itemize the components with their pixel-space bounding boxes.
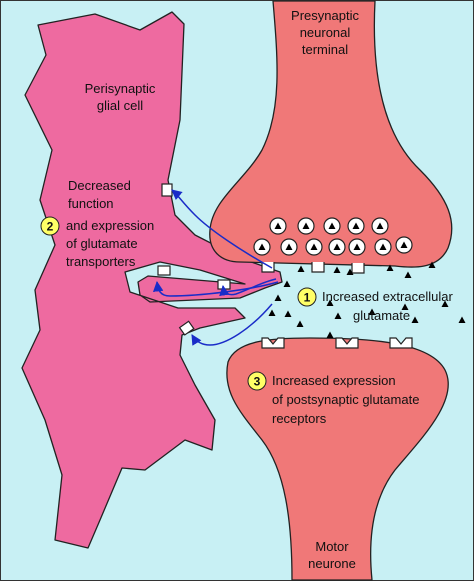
motor-neurone — [226, 337, 449, 581]
synaptic-vesicles — [253, 217, 413, 256]
point-marker-3: 3 — [247, 371, 267, 391]
glutamate-molecule — [334, 312, 342, 319]
glutamate-molecule — [326, 331, 334, 338]
glutamate-molecule — [326, 299, 334, 306]
point-3-text: Increased expression of postsynaptic glu… — [272, 373, 419, 426]
release-site — [311, 262, 325, 273]
presynaptic-label: Presynaptic neuronal terminal — [291, 8, 359, 57]
glutamate-molecule — [283, 280, 291, 287]
svg-text:neuronal: neuronal — [300, 25, 351, 40]
svg-text:and expression: and expression — [66, 218, 154, 233]
arrow — [219, 278, 277, 297]
transport-arrows — [152, 189, 279, 346]
vesicle — [395, 236, 413, 254]
point-number: 2 — [47, 220, 54, 234]
glutamate-molecule — [368, 308, 376, 315]
receptor — [389, 337, 413, 349]
postsynaptic-receptors — [261, 337, 413, 349]
svg-text:glial cell: glial cell — [97, 98, 143, 113]
point-marker-1: 1 — [297, 287, 317, 307]
svg-text:terminal: terminal — [302, 42, 348, 57]
glutamate-molecule — [386, 264, 394, 271]
glutamate-molecule — [297, 265, 305, 272]
presynaptic-terminal — [209, 0, 453, 268]
svg-text:receptors: receptors — [272, 411, 327, 426]
svg-text:of postsynaptic glutamate: of postsynaptic glutamate — [272, 392, 419, 407]
release-sites — [261, 262, 365, 274]
glutamate-molecule — [401, 303, 409, 310]
transporter — [157, 265, 171, 276]
glutamate-molecule — [346, 268, 354, 275]
motor-label: Motor neurone — [308, 539, 356, 571]
arrow — [171, 189, 273, 269]
transporter — [178, 320, 195, 336]
glutamate-molecule — [333, 266, 341, 273]
glial-label: Perisynaptic glial cell — [85, 81, 156, 113]
svg-text:Presynaptic: Presynaptic — [291, 8, 359, 23]
point-2-text: Decreased function and expression of glu… — [66, 178, 154, 269]
svg-text:of glutamate: of glutamate — [66, 236, 138, 251]
vesicle — [348, 238, 366, 256]
transporter — [161, 183, 173, 197]
vesicle — [371, 217, 389, 235]
receptor — [335, 337, 359, 349]
point-number: 3 — [254, 375, 261, 389]
glutamate-molecule — [268, 309, 276, 316]
receptor — [261, 337, 285, 349]
point-1-text: Increased extracellular glutamate — [322, 289, 453, 323]
svg-text:Perisynaptic: Perisynaptic — [85, 81, 156, 96]
vesicle — [305, 238, 323, 256]
glutamate-molecule — [284, 310, 292, 317]
glial-cell — [21, 11, 283, 549]
svg-text:function: function — [68, 196, 114, 211]
vesicle — [297, 217, 315, 235]
vesicle — [269, 217, 287, 235]
vesicle — [280, 238, 298, 256]
glutamate-molecule — [296, 320, 304, 327]
glutamate-molecule — [411, 316, 419, 323]
vesicle — [323, 217, 341, 235]
svg-text:Increased extracellular: Increased extracellular — [322, 289, 453, 304]
glutamate-molecule — [441, 300, 449, 307]
vesicle — [347, 217, 365, 235]
svg-text:transporters: transporters — [66, 254, 136, 269]
glutamate-molecule — [428, 261, 436, 268]
vesicle — [328, 238, 346, 256]
glutamate-molecule — [404, 271, 412, 278]
glutamate-molecule — [274, 294, 282, 301]
vesicle — [374, 238, 392, 256]
glutamate-molecule — [458, 316, 466, 323]
svg-text:Motor: Motor — [315, 539, 349, 554]
svg-text:Increased expression: Increased expression — [272, 373, 396, 388]
arrow — [191, 303, 273, 346]
svg-text:neurone: neurone — [308, 556, 356, 571]
svg-text:glutamate: glutamate — [353, 308, 410, 323]
release-site — [351, 263, 365, 274]
point-number: 1 — [304, 291, 311, 305]
vesicle — [253, 238, 271, 256]
extracellular-glutamate — [268, 261, 466, 338]
svg-text:Decreased: Decreased — [68, 178, 131, 193]
point-marker-2: 2 — [40, 216, 60, 236]
